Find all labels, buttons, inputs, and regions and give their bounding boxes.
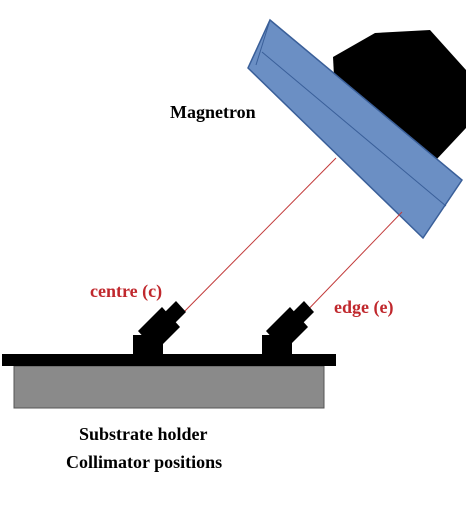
edge-beam-line <box>299 211 403 319</box>
magnetron-target <box>247 18 463 240</box>
magnetron-target-edge <box>261 51 447 207</box>
substrate-holder-plate <box>2 354 336 366</box>
centre-beam-line <box>177 157 337 319</box>
caption-substrate-holder: Substrate holder <box>79 424 208 444</box>
centre-label: centre (c) <box>90 281 162 302</box>
centre-collimator <box>133 301 186 355</box>
magnetron-target-side-edge <box>255 19 271 66</box>
caption-collimator-positions: Collimator positions <box>66 452 222 472</box>
substrate-holder-base <box>13 365 325 409</box>
magnetron-magnet-block <box>333 30 466 160</box>
edge-label: edge (e) <box>334 297 393 318</box>
edge-collimator <box>262 301 314 355</box>
magnetron-label: Magnetron <box>170 102 256 122</box>
